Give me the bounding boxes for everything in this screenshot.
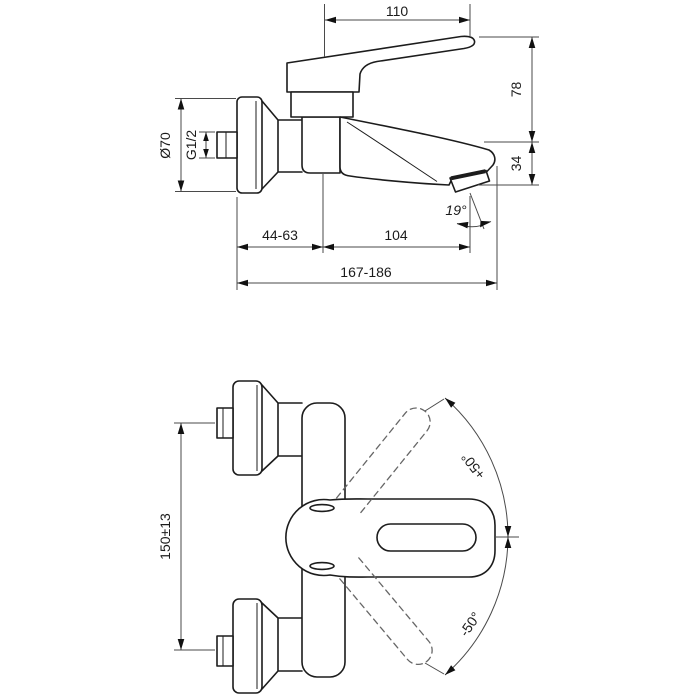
dim-thread: G1/2: [183, 130, 215, 161]
spout: [339, 116, 496, 193]
dim-wall-offset: 44-63 104: [236, 174, 471, 290]
handle-ghost-up: [336, 407, 431, 517]
dim-104-label: 104: [384, 227, 408, 243]
dim-d70-label: Ø70: [157, 132, 173, 159]
side-view: 110 78 34 Ø70: [157, 3, 539, 290]
dim-connection-centers: 150±13: [157, 422, 215, 651]
mixer-body-side: [301, 116, 341, 174]
thread-nipple-bottom: [216, 635, 234, 667]
dim-spout-drop: 34: [478, 141, 539, 186]
dim-plus50-label: +50°: [458, 450, 489, 483]
lever-slot: [376, 523, 477, 552]
mounting-flange-bottom: [216, 598, 303, 694]
wall-flange: [216, 96, 303, 194]
thread-nipple: [216, 131, 238, 159]
handle-lever-front: [285, 498, 496, 578]
dim-flange-diameter: Ø70: [157, 98, 236, 192]
dim-44-63-label: 44-63: [262, 227, 298, 243]
boss-mark-bottom: [309, 561, 335, 571]
dim-34-label: 34: [508, 156, 524, 172]
dim-150-label: 150±13: [157, 513, 173, 560]
front-view: +50° -50° 150±13: [157, 380, 519, 694]
boss-mark-top: [309, 503, 335, 513]
spout-style-line: [346, 121, 438, 182]
aerator-face: [450, 169, 486, 181]
dim-g12-label: G1/2: [183, 130, 199, 161]
dim-handle-height: 78: [479, 36, 539, 142]
dim-167-186-label: 167-186: [340, 264, 392, 280]
dim-spout-angle: 19°: [445, 192, 492, 230]
dim-total-projection: 167-186: [237, 166, 498, 290]
handle-lever-side: [286, 35, 476, 118]
mounting-flange-top: [216, 380, 303, 476]
dim-110-label: 110: [386, 3, 409, 19]
dim-handle-length: 110: [324, 3, 471, 57]
dim-19deg-label: 19°: [445, 202, 467, 218]
thread-nipple-top: [216, 407, 234, 439]
dim-78-label: 78: [508, 82, 524, 98]
cartridge-collar: [290, 91, 354, 118]
handle-ghost-down: [336, 557, 433, 666]
